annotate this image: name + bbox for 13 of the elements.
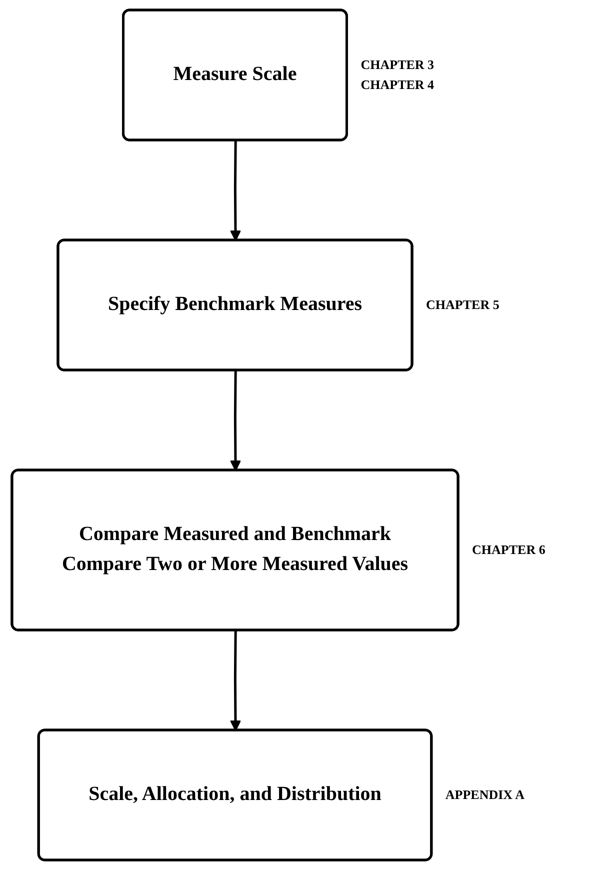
arrow (230, 370, 241, 472)
node-label: Compare Measured and Benchmark (78, 524, 392, 545)
chapter-reference: APPENDIX A (445, 787, 524, 803)
chapter-reference: CHAPTER 6 (472, 542, 546, 558)
node-label: Scale, Allocation, and Distribution (88, 784, 382, 805)
arrow (230, 630, 241, 732)
node-label: Compare Two or More Measured Values (62, 554, 408, 575)
chapter-reference: CHAPTER 3 (360, 57, 434, 73)
arrow (230, 140, 241, 242)
chapter-reference: CHAPTER 5 (426, 297, 500, 313)
node-label: Measure Scale (173, 64, 297, 85)
node-label: Specify Benchmark Measures (108, 294, 362, 315)
chapter-reference: CHAPTER 4 (360, 77, 434, 93)
